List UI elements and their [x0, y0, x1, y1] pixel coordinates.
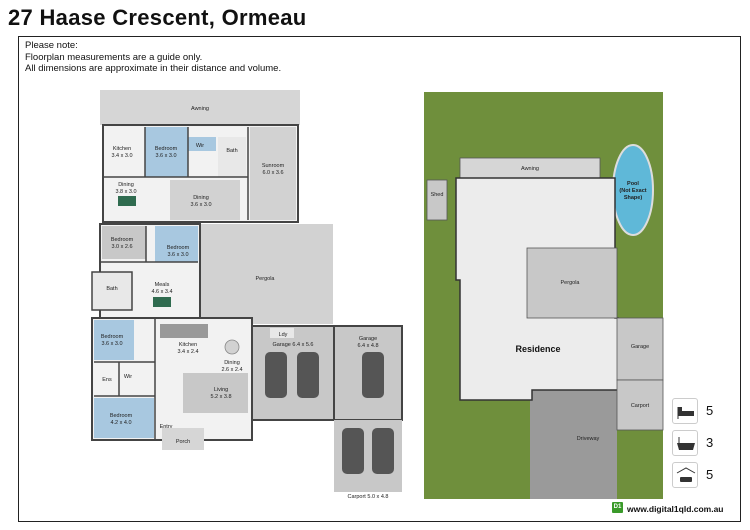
carport-label: Carport 5.0 x 4.8: [348, 494, 389, 500]
pool-note-1: (Not Exact: [619, 188, 646, 194]
porch-label: Porch: [176, 439, 190, 445]
dining-mid-size: 3.6 x 3.0: [190, 202, 211, 208]
disclaimer-note: Please note: Floorplan measurements are …: [25, 40, 281, 75]
carport-site: [616, 379, 664, 431]
entry-label: Entry: [160, 424, 173, 430]
bedroom-5-size: 4.2 x 4.0: [110, 420, 131, 426]
dining-left-label: Dining: [118, 182, 134, 188]
awning-label: Awning: [191, 106, 209, 112]
kitchen-low-label: Kitchen: [179, 342, 197, 348]
garage-1-label: Garage 6.4 x 5.6: [273, 342, 314, 348]
dining-mid-room: [170, 180, 240, 220]
ens-label: Ens: [102, 377, 112, 383]
car-garage-icon: [672, 462, 698, 488]
sunroom-label: Sunroom: [262, 163, 285, 169]
bed-icon: [672, 398, 698, 424]
bedroom-3-room: [155, 226, 198, 262]
bathtub-icon: [672, 430, 698, 456]
car-2-icon: [297, 352, 319, 398]
bedrooms-count: 5: [706, 403, 714, 418]
living-size: 5.2 x 3.8: [210, 394, 231, 400]
car-3-icon: [362, 352, 384, 398]
car-5-icon: [372, 428, 394, 474]
garage-site-label: Garage: [631, 344, 649, 350]
shed-label: Shed: [431, 192, 444, 198]
driveway-area: [530, 380, 617, 499]
car-1-icon: [265, 352, 287, 398]
meals-size: 4.6 x 3.4: [151, 289, 172, 295]
porch-area: [162, 428, 204, 450]
bedrooms-stat: 5: [672, 398, 728, 424]
garage-2-size: 6.4 x 4.8: [357, 343, 378, 349]
pergola-label: Pergola: [256, 276, 276, 282]
sunroom-room: [250, 127, 296, 220]
bedroom-2-size: 3.0 x 2.6: [111, 244, 132, 250]
cars-count: 5: [706, 467, 714, 482]
bath-top-room: [218, 137, 246, 177]
pool-label: Pool: [627, 181, 639, 187]
brand-logo: D1: [612, 502, 623, 513]
footer-url[interactable]: www.digital1qld.com.au: [627, 504, 724, 514]
page-title: 27 Haase Crescent, Ormeau: [8, 5, 307, 30]
dining-low-size: 2.6 x 2.4: [221, 367, 242, 373]
kitchen-top-size: 3.4 x 3.0: [111, 153, 132, 159]
car-4-icon: [342, 428, 364, 474]
plan-frame: [18, 36, 741, 522]
driveway-label: Driveway: [577, 436, 600, 442]
note-line: Floorplan measurements are a guide only.: [25, 51, 203, 63]
garage-2-label: Garage: [359, 336, 377, 342]
bedroom-3-size: 3.6 x 3.0: [167, 252, 188, 258]
shed-building: [426, 179, 448, 221]
pergola-area: [200, 224, 333, 324]
bedroom-4-room: [94, 320, 134, 360]
pergola-site-label: Pergola: [561, 280, 581, 286]
laundry-room: [270, 328, 294, 338]
bedroom-2-room: [102, 226, 146, 259]
meals-label: Meals: [155, 282, 170, 288]
awning-area: [100, 90, 300, 125]
dining-mid-label: Dining: [193, 195, 209, 201]
bath-mid-room: [91, 271, 133, 311]
note-heading: Please note:: [25, 40, 78, 51]
awning-site-label: Awning: [521, 166, 539, 172]
sunroom-size: 6.0 x 3.6: [262, 170, 283, 176]
garage-site: [616, 317, 664, 381]
bedroom-1-label: Bedroom: [155, 146, 178, 152]
bedroom-5-room: [94, 398, 154, 438]
kitchen-low-size: 3.4 x 2.4: [177, 349, 198, 355]
bath-top-label: Bath: [226, 148, 237, 154]
cars-stat: 5: [672, 462, 728, 488]
kitchen-low-room: [160, 324, 208, 338]
living-label: Living: [214, 387, 228, 393]
bedroom-4-label: Bedroom: [101, 334, 124, 340]
kitchen-top-label: Kitchen: [113, 146, 131, 152]
meals-table-icon: [153, 297, 171, 307]
bathrooms-count: 3: [706, 435, 714, 450]
dining-left-size: 3.8 x 3.0: [115, 189, 136, 195]
ldy-label: Ldy: [279, 332, 288, 338]
dining-low-label: Dining: [224, 360, 240, 366]
wir-top-label: Wir: [196, 143, 204, 149]
note-line: All dimensions are approximate in their …: [25, 63, 282, 74]
table-icon: [118, 196, 136, 206]
living-room: [183, 373, 248, 413]
round-table-icon: [224, 339, 240, 355]
carport-site-label: Carport: [631, 403, 650, 409]
residence-label: Residence: [515, 344, 560, 354]
bedroom-1-size: 3.6 x 3.0: [155, 153, 176, 159]
bedroom-1-room: [145, 127, 188, 177]
pool-note-2: Shape): [624, 195, 643, 201]
wir-top-room: [188, 137, 216, 151]
pergola-area-site: [526, 247, 618, 319]
bathrooms-stat: 3: [672, 430, 728, 456]
bedroom-3-label: Bedroom: [167, 245, 190, 251]
bedroom-4-size: 3.6 x 3.0: [101, 341, 122, 347]
wir-low-label: Wir: [124, 374, 132, 380]
bedroom-2-label: Bedroom: [111, 237, 134, 243]
bath-mid-label: Bath: [106, 286, 117, 292]
bedroom-5-label: Bedroom: [110, 413, 133, 419]
